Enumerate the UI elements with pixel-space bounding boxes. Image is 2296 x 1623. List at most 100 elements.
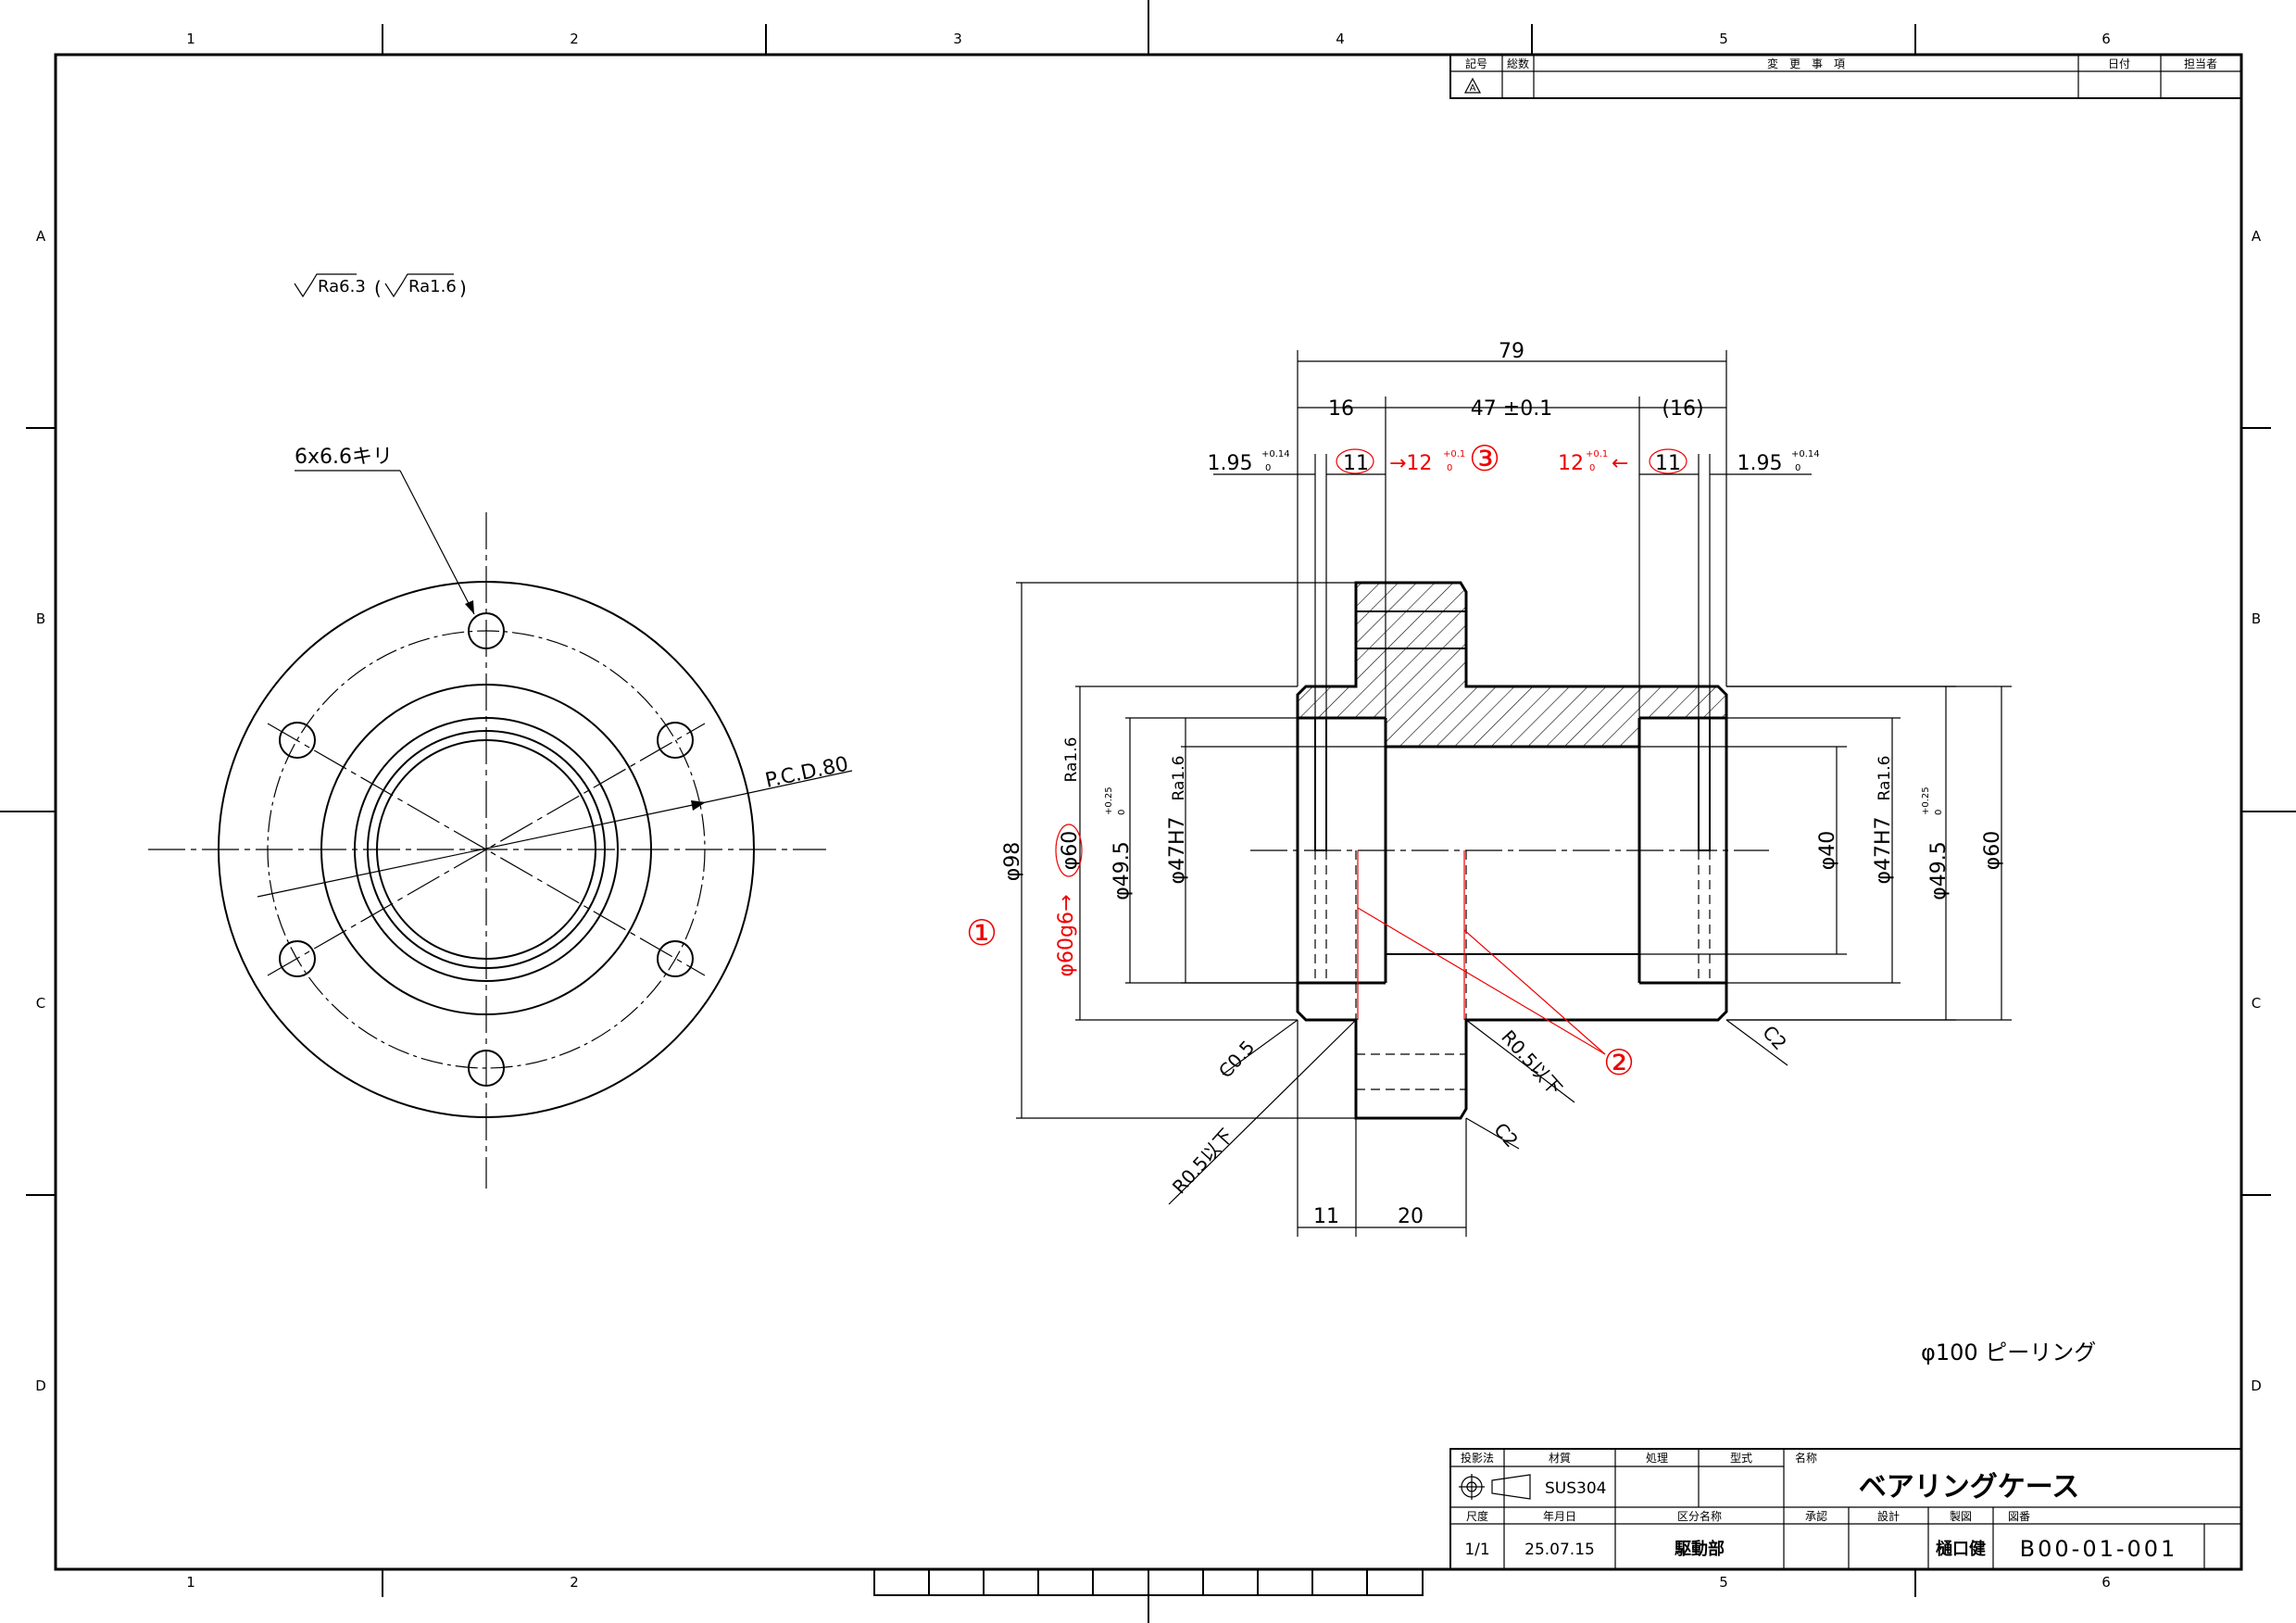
tb-header-number: 図番	[2008, 1510, 2030, 1523]
zone-bottom-1: 1	[186, 1574, 195, 1591]
tb-header-model: 型式	[1730, 1452, 1752, 1465]
dim-d60-right: φ60	[1981, 831, 2004, 871]
tb-category: 駆動部	[1675, 1539, 1725, 1559]
markup-tol-right-upper: +0.1	[1586, 449, 1608, 459]
markup-marker-3: ③	[1469, 438, 1500, 479]
markup-marker-2: ②	[1603, 1042, 1635, 1083]
tol-left-lower: 0	[1265, 463, 1271, 473]
tb-scale: 1/1	[1464, 1541, 1489, 1559]
tb-header-treatment: 処理	[1646, 1452, 1668, 1465]
zone-labels: 1 2 3 4 5 6 1 2 5 6 A B C D A B C D	[35, 31, 2262, 1591]
rev-header-date: 日付	[2108, 57, 2130, 70]
surface-finish-close-paren: )	[459, 277, 467, 299]
markup-d60g6: φ60g6→	[1055, 895, 1078, 977]
tb-header-material: 材質	[1549, 1451, 1571, 1465]
zone-left-b: B	[36, 610, 45, 627]
bolt-hole	[657, 722, 694, 759]
zone-top-1: 1	[186, 31, 195, 47]
surface-finish-icon	[294, 273, 357, 298]
tb-header-approved: 承認	[1805, 1509, 1827, 1523]
markup-tol-left-upper: +0.1	[1443, 449, 1465, 459]
markup-tol-left-lower: 0	[1447, 463, 1452, 473]
tb-part-name: ベアリングケース	[1859, 1471, 2080, 1503]
projection-icon	[1459, 1474, 1531, 1500]
dim-d49-right-tol-lower: 0	[1934, 810, 1944, 815]
tb-header-date: 年月日	[1543, 1510, 1576, 1523]
surface-finish-special-icon	[384, 273, 454, 298]
markup-marker-1: ①	[966, 912, 997, 953]
rev-header-person: 担当者	[2184, 57, 2217, 70]
revision-triangle-icon	[1464, 77, 1481, 94]
dim-groove-left-pos: 1.95	[1208, 452, 1253, 475]
revision-mark: A	[1470, 83, 1476, 94]
zone-right-a: A	[2252, 228, 2262, 245]
tb-header-projection: 投影法	[1461, 1451, 1494, 1465]
bolt-hole	[279, 722, 316, 759]
dim-d49-left: φ49.5	[1110, 841, 1134, 900]
rev-header-mark: 記号	[1465, 57, 1487, 70]
dim-overall-length: 79	[1499, 340, 1524, 363]
tb-header-scale: 尺度	[1466, 1509, 1488, 1523]
part-note: φ100 ピーリング	[1921, 1340, 2096, 1365]
markup-groove-right: 12	[1558, 452, 1584, 475]
bolt-hole	[279, 940, 316, 977]
tb-drawing-number: B00-01-001	[2020, 1536, 2178, 1562]
dim-d47-right: φ47H7	[1872, 816, 1895, 884]
tb-material: SUS304	[1545, 1479, 1606, 1498]
revision-table: 記号 総数 変 更 事 項 日付 担当者 A	[1449, 54, 2242, 99]
dim-d47-left-finish: Ra1.6	[1170, 756, 1188, 801]
tol-right-upper: +0.14	[1791, 449, 1820, 459]
zone-top-2: 2	[570, 31, 579, 47]
markup-groove-right-arrow: ←	[1612, 452, 1628, 475]
surface-finish-note: Ra6.3 ( Ra1.6 )	[294, 273, 467, 299]
rev-header-count: 総数	[1507, 57, 1529, 70]
zone-top-6: 6	[2102, 31, 2111, 47]
dim-groove-right-width: 11	[1655, 452, 1681, 475]
zone-top-5: 5	[1719, 31, 1728, 47]
dim-d49-left-tol-lower: 0	[1117, 810, 1127, 815]
dim-middle-length: 47 ±0.1	[1471, 397, 1552, 421]
zone-right-c: C	[2252, 995, 2261, 1012]
dim-d49-left-tol-upper: +0.25	[1104, 786, 1114, 815]
zone-bottom-5: 5	[1719, 1574, 1728, 1591]
dim-bottom-right: 20	[1398, 1205, 1424, 1228]
zone-right-d: D	[2251, 1378, 2262, 1394]
hole-note: 6x6.6キリ	[295, 446, 393, 469]
surface-finish-special: Ra1.6	[408, 277, 457, 296]
dim-d98: φ98	[1001, 842, 1024, 882]
surface-finish-general: Ra6.3	[318, 277, 366, 296]
zone-right-b: B	[2252, 610, 2261, 627]
zone-bottom-6: 6	[2102, 1574, 2111, 1591]
surface-finish-open-paren: (	[374, 277, 382, 299]
tb-header-drafted: 製図	[1950, 1510, 1972, 1523]
markup-groove-left: →12	[1389, 452, 1432, 475]
zone-left-a: A	[36, 228, 46, 245]
rev-header-change: 変 更 事 項	[1767, 57, 1845, 70]
zone-top-4: 4	[1336, 31, 1345, 47]
dim-groove-right-pos: 1.95	[1738, 452, 1783, 475]
zone-top-3: 3	[953, 31, 962, 47]
tb-header-category: 区分名称	[1677, 1509, 1722, 1523]
zone-bottom-2: 2	[570, 1574, 579, 1591]
zone-left-d: D	[35, 1378, 46, 1394]
zone-left-c: C	[36, 995, 45, 1012]
section-view: 79 16 47 ±0.1 (16) 1.95 11 11 1.95 +0.14…	[966, 340, 2012, 1237]
bolt-hole	[657, 940, 694, 977]
dim-d47-left: φ47H7	[1166, 816, 1189, 884]
dim-left-shoulder: 16	[1328, 397, 1354, 421]
dim-d47-right-finish: Ra1.6	[1876, 756, 1894, 801]
dim-d60-finish: Ra1.6	[1062, 737, 1081, 783]
dim-bottom-left: 11	[1313, 1205, 1339, 1228]
dim-d49-right: φ49.5	[1927, 841, 1951, 900]
title-block: 投影法 材質 処理 型式 名称 尺度 年月日 区分名称 承認 設計 製図 図番 …	[1449, 1448, 2242, 1570]
tb-header-designed: 設計	[1877, 1509, 1900, 1523]
tol-right-lower: 0	[1795, 463, 1800, 473]
markup-tol-right-lower: 0	[1589, 463, 1595, 473]
tol-left-upper: +0.14	[1261, 449, 1290, 459]
tb-drafter: 樋口健	[1936, 1539, 1986, 1559]
dim-d49-right-tol-upper: +0.25	[1921, 786, 1931, 815]
dim-d40: φ40	[1816, 831, 1839, 871]
tb-header-name: 名称	[1795, 1451, 1817, 1465]
